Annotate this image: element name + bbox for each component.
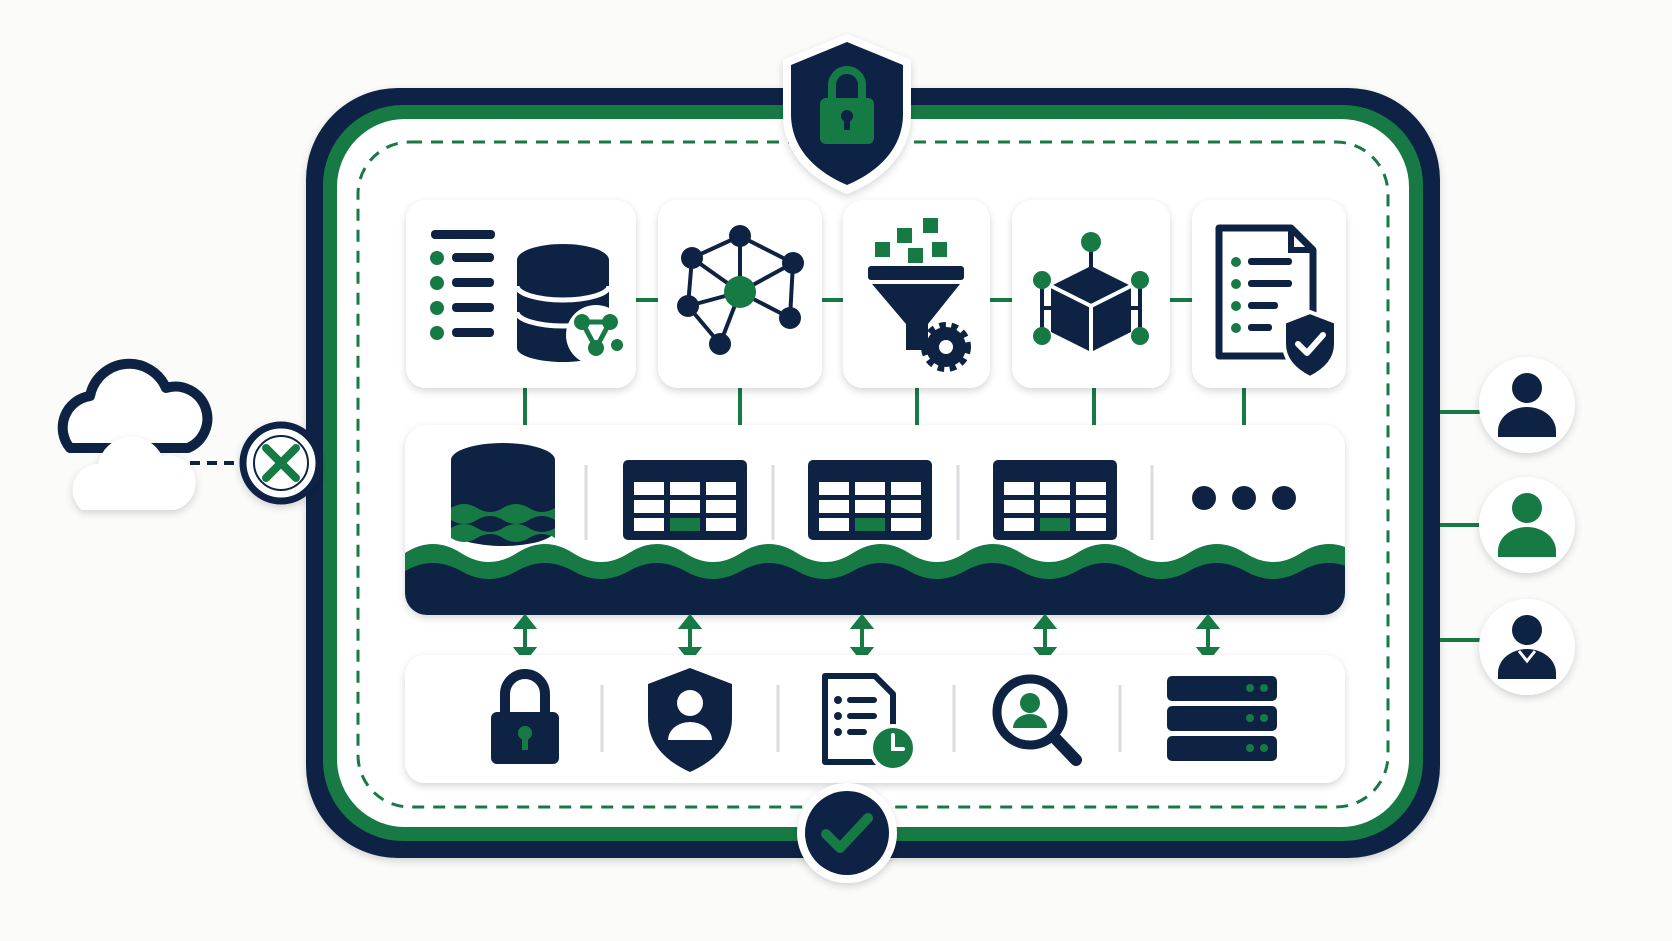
consumers bbox=[1440, 357, 1575, 695]
blocked-x-icon bbox=[239, 421, 323, 505]
consumer-admin bbox=[1479, 599, 1575, 695]
checkmark-icon bbox=[797, 783, 897, 883]
cloud-icon bbox=[57, 358, 213, 510]
bottom-validation-badge bbox=[797, 783, 897, 883]
external-source bbox=[57, 358, 323, 510]
double-arrow-icon bbox=[1032, 613, 1058, 663]
top-security-badge bbox=[783, 34, 911, 194]
funnel-gear-icon bbox=[868, 218, 971, 372]
service-card-model bbox=[1012, 200, 1170, 388]
sync-arrows bbox=[512, 613, 1221, 663]
user-icon bbox=[1498, 373, 1556, 437]
service-card-graph bbox=[658, 200, 822, 388]
audit-log-icon bbox=[822, 673, 917, 772]
service-card-compliance bbox=[1192, 200, 1346, 388]
consumer-user-2 bbox=[1479, 477, 1575, 573]
server-rack-icon bbox=[1167, 676, 1277, 761]
user-shield-icon bbox=[648, 668, 732, 772]
table-icon bbox=[993, 460, 1117, 540]
service-connectors bbox=[523, 298, 1246, 427]
double-arrow-icon bbox=[1195, 613, 1221, 663]
lock-shield-icon bbox=[783, 34, 911, 194]
data-catalog-icon bbox=[430, 230, 495, 340]
user-icon bbox=[1498, 493, 1556, 557]
consumer-user-1 bbox=[1479, 357, 1575, 453]
governance-row bbox=[405, 655, 1345, 783]
data-lake-icon bbox=[451, 443, 555, 546]
admin-user-icon bbox=[1498, 615, 1556, 679]
verified-document-icon bbox=[1215, 224, 1338, 381]
cube-nodes-icon bbox=[1033, 232, 1149, 352]
service-row bbox=[406, 200, 1346, 388]
double-arrow-icon bbox=[512, 613, 538, 663]
double-arrow-icon bbox=[677, 613, 703, 663]
service-card-transform bbox=[843, 200, 990, 388]
table-icon bbox=[808, 460, 932, 540]
service-card-catalog bbox=[406, 200, 636, 388]
storage-lane bbox=[405, 425, 1345, 615]
network-graph-icon bbox=[677, 225, 804, 355]
padlock-icon bbox=[491, 669, 559, 764]
double-arrow-icon bbox=[849, 613, 875, 663]
database-icon bbox=[514, 244, 626, 365]
user-search-icon bbox=[992, 674, 1082, 766]
table-icon bbox=[623, 460, 747, 540]
more-dots-icon bbox=[1192, 486, 1296, 510]
